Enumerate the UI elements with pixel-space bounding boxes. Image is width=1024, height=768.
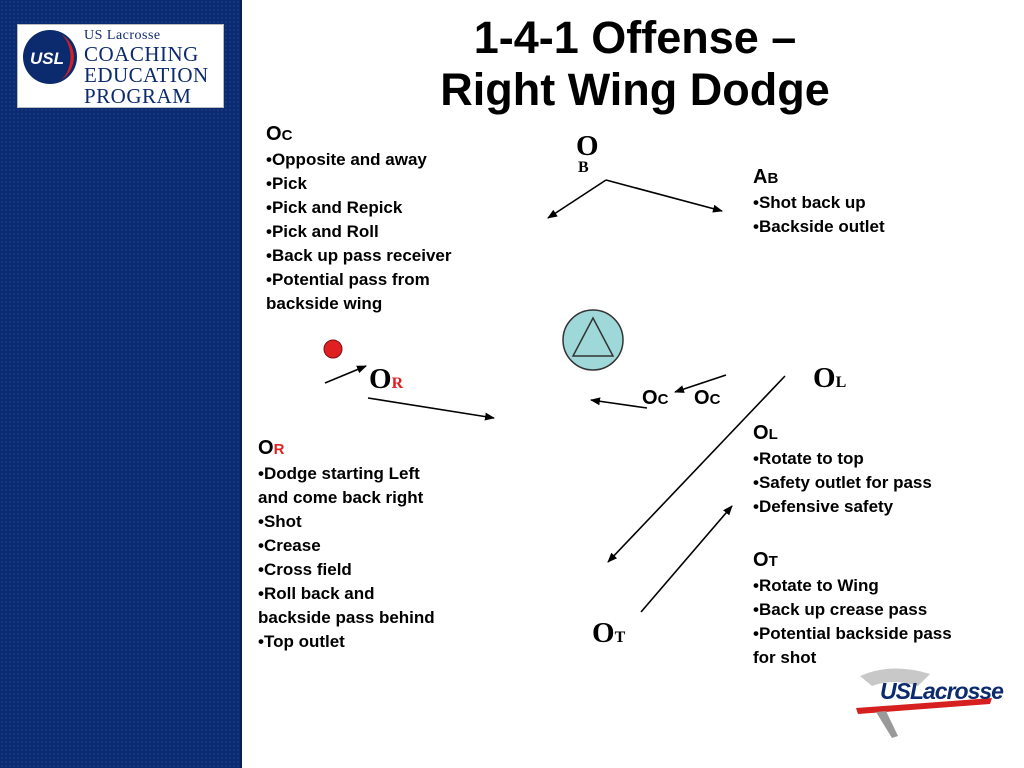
ot-text-block: OT •Rotate to Wing •Back up crease pass … bbox=[753, 548, 952, 670]
or-item: backside pass behind bbox=[258, 608, 435, 627]
arrow-or-dodge bbox=[367, 397, 495, 421]
ot-item: •Potential backside pass bbox=[753, 624, 952, 643]
ot-item: •Rotate to Wing bbox=[753, 576, 879, 595]
ol-text-block: OL •Rotate to top •Safety outlet for pas… bbox=[753, 421, 932, 519]
or-item: •Shot bbox=[258, 512, 302, 531]
ot-item: for shot bbox=[753, 648, 817, 667]
sidebar: USL US Lacrosse COACHING EDUCATION PROGR… bbox=[0, 0, 242, 768]
goal-crease-icon bbox=[562, 309, 624, 371]
arrow-ob-right bbox=[605, 179, 723, 213]
arrow-to-or bbox=[324, 365, 367, 384]
ab-heading: AB bbox=[753, 166, 779, 188]
logo-line-3: EDUCATION bbox=[84, 63, 209, 87]
ot-item: •Back up crease pass bbox=[753, 600, 928, 619]
node-or: OR bbox=[369, 363, 404, 395]
ol-item: •Safety outlet for pass bbox=[753, 473, 932, 492]
oc-item: backside wing bbox=[266, 294, 383, 313]
node-oc-2: OC bbox=[694, 387, 721, 409]
or-heading: OR bbox=[258, 437, 285, 459]
ot-heading: OT bbox=[753, 549, 778, 571]
or-item: •Top outlet bbox=[258, 632, 345, 651]
oc-item: •Pick and Roll bbox=[266, 222, 379, 241]
usl-badge-icon: USL bbox=[23, 30, 77, 84]
title-line-1: 1-4-1 Offense – bbox=[473, 12, 797, 63]
ol-item: •Rotate to top bbox=[753, 449, 864, 468]
node-oc-1: OC bbox=[642, 387, 669, 409]
or-item: and come back right bbox=[258, 488, 424, 507]
ab-item: •Shot back up bbox=[753, 193, 866, 212]
us-lacrosse-brand: USLacrosse bbox=[852, 664, 1004, 740]
title-line-2: Right Wing Dodge bbox=[440, 64, 830, 115]
ball-icon bbox=[323, 339, 343, 359]
ab-item: •Backside outlet bbox=[753, 217, 885, 236]
oc-item: •Pick and Repick bbox=[266, 198, 403, 217]
node-ol: OL bbox=[813, 362, 847, 394]
oc-item: •Back up pass receiver bbox=[266, 246, 452, 265]
ol-heading: OL bbox=[753, 422, 778, 444]
or-item: •Cross field bbox=[258, 560, 352, 579]
or-item: •Crease bbox=[258, 536, 321, 555]
arrow-oc-roll bbox=[674, 374, 727, 393]
logo-line-1: US Lacrosse bbox=[84, 28, 161, 43]
lacrosse-stick-logo-icon bbox=[856, 668, 992, 738]
or-text-block: OR •Dodge starting Left and come back ri… bbox=[258, 436, 435, 654]
node-ot: OT bbox=[592, 617, 626, 649]
arrow-ob-left bbox=[547, 179, 607, 219]
or-item: •Roll back and bbox=[258, 584, 375, 603]
brand-text: USLacrosse bbox=[880, 678, 1004, 704]
arrow-ot-rotate bbox=[640, 505, 733, 613]
ab-text-block: AB •Shot back up •Backside outlet bbox=[753, 165, 885, 239]
coaching-logo: USL US Lacrosse COACHING EDUCATION PROGR… bbox=[17, 24, 224, 108]
arrow-oc-pick bbox=[590, 397, 648, 409]
arrow-ol-to-ot bbox=[607, 375, 786, 563]
oc-text-block: OC •Opposite and away •Pick •Pick and Re… bbox=[266, 122, 452, 316]
oc-item: •Opposite and away bbox=[266, 150, 427, 169]
ol-item: •Defensive safety bbox=[753, 497, 894, 516]
or-item: •Dodge starting Left bbox=[258, 464, 420, 483]
slide-title: 1-4-1 Offense – Right Wing Dodge bbox=[340, 12, 930, 116]
node-ob: O B bbox=[576, 130, 599, 176]
logo-line-4: PROGRAM bbox=[84, 84, 192, 108]
logo-line-2: COACHING bbox=[84, 42, 199, 66]
oc-heading: OC bbox=[266, 123, 293, 145]
badge-text: USL bbox=[30, 49, 64, 68]
oc-item: •Pick bbox=[266, 174, 307, 193]
oc-item: •Potential pass from bbox=[266, 270, 430, 289]
